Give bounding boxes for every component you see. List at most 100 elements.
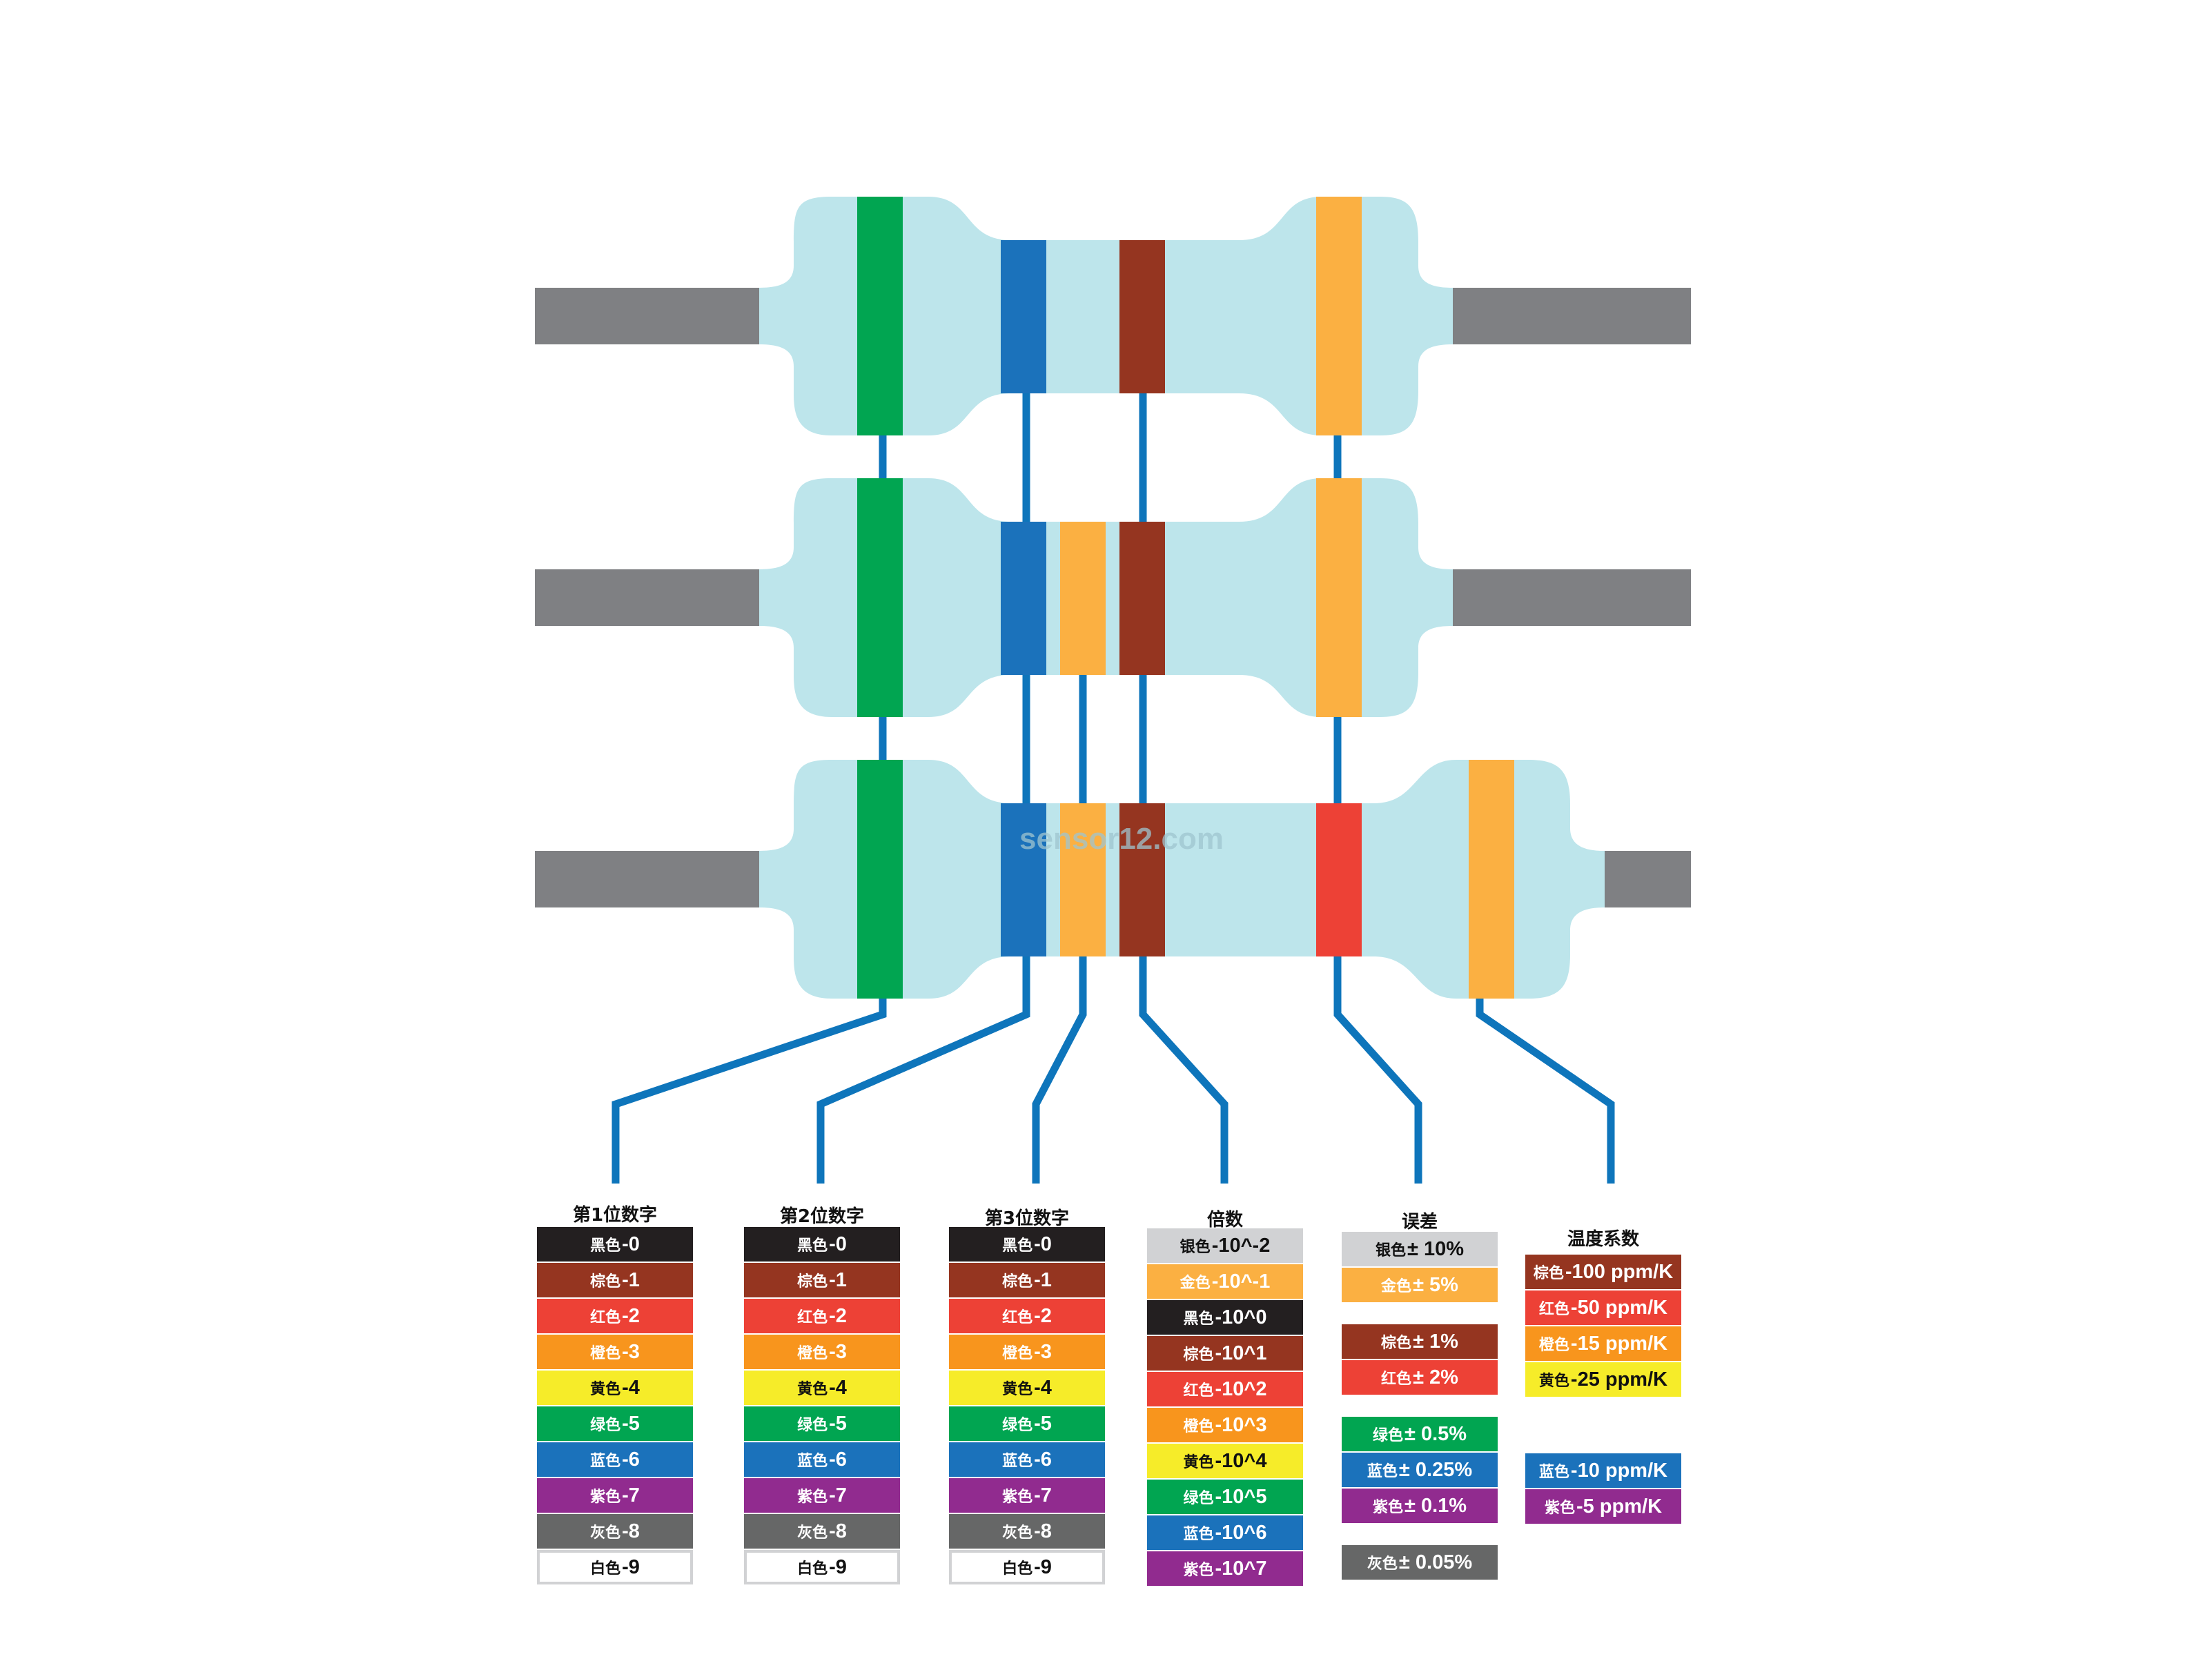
color-name: 棕色 xyxy=(1183,1346,1214,1364)
resistor-6-band xyxy=(535,760,1691,999)
legend-cell-gray: 灰色± 0.05% xyxy=(1342,1545,1498,1580)
color-name: 绿色 xyxy=(1183,1490,1214,1507)
color-value: -10^0 xyxy=(1215,1306,1267,1328)
legend-cell-yellow: 黄色-4 xyxy=(949,1371,1105,1405)
color-name: 蓝色 xyxy=(1538,1464,1569,1481)
lead-right xyxy=(1605,851,1691,907)
color-name: 橙色 xyxy=(1538,1337,1569,1354)
color-value: -10^-1 xyxy=(1211,1270,1271,1293)
band-third-digit xyxy=(1060,803,1106,956)
color-value: -10^-2 xyxy=(1211,1234,1271,1257)
color-value: -4 xyxy=(829,1376,847,1399)
legend-title: 倍数 xyxy=(1206,1210,1243,1230)
color-value: -4 xyxy=(1034,1376,1052,1399)
color-name: 黄色 xyxy=(797,1381,828,1398)
color-value: ± 2% xyxy=(1413,1366,1458,1388)
color-value: ± 10% xyxy=(1407,1237,1465,1260)
watermark: sensor12.com xyxy=(1019,822,1224,856)
legend-cell-violet: 紫色-7 xyxy=(949,1478,1105,1513)
color-name: 黄色 xyxy=(1002,1381,1033,1398)
color-value: ± 0.1% xyxy=(1404,1494,1467,1517)
legend-cell-black: 黑色-10^0 xyxy=(1147,1300,1303,1335)
legend-cell-violet: 紫色-5 ppm/K xyxy=(1525,1489,1681,1524)
color-value: ± 0.05% xyxy=(1398,1551,1473,1573)
color-name: 紫色 xyxy=(590,1489,621,1506)
color-value: -5 xyxy=(1034,1412,1052,1435)
lead-left xyxy=(535,569,759,626)
legend-cell-blue: 蓝色± 0.25% xyxy=(1342,1453,1498,1487)
color-name: 紫色 xyxy=(1002,1489,1033,1506)
leader-tolerance xyxy=(1333,956,1422,1184)
color-value: -3 xyxy=(829,1340,847,1363)
color-value: -7 xyxy=(1034,1484,1052,1506)
lead-left xyxy=(535,851,759,907)
legend-cell-green: 绿色-5 xyxy=(744,1406,900,1441)
color-value: -4 xyxy=(622,1376,640,1399)
color-name: 橙色 xyxy=(1183,1418,1214,1435)
color-value: -1 xyxy=(622,1268,640,1291)
color-name: 橙色 xyxy=(1002,1345,1033,1362)
color-name: 白色 xyxy=(590,1560,621,1578)
color-name: 白色 xyxy=(1002,1560,1033,1578)
legend-cell-violet: 紫色-10^7 xyxy=(1147,1551,1303,1586)
color-value: -100 ppm/K xyxy=(1565,1260,1674,1283)
color-name: 黑色 xyxy=(590,1237,621,1255)
color-value: -5 xyxy=(829,1412,847,1435)
legend-cell-white: 白色-9 xyxy=(744,1550,900,1584)
color-name: 灰色 xyxy=(590,1524,621,1542)
legend-cell-blue: 蓝色-10^6 xyxy=(1147,1515,1303,1550)
color-value: -8 xyxy=(622,1520,640,1542)
legend-cell-brown: 棕色-10^1 xyxy=(1147,1336,1303,1371)
resistor-4-band xyxy=(535,197,1691,435)
legend-cell-green: 绿色-5 xyxy=(949,1406,1105,1441)
lead-right xyxy=(1453,569,1691,626)
legend-cell-orange: 橙色-15 ppm/K xyxy=(1525,1326,1681,1361)
legend-cell-blue: 蓝色-6 xyxy=(537,1442,693,1477)
color-value: -0 xyxy=(1034,1233,1052,1255)
color-name: 紫色 xyxy=(1183,1562,1214,1579)
leader-second-digit xyxy=(816,956,1030,1184)
color-value: -7 xyxy=(829,1484,847,1506)
color-value: -9 xyxy=(1034,1555,1052,1578)
legend-title: 温度系数 xyxy=(1567,1229,1639,1250)
legend-cell-green: 绿色-5 xyxy=(537,1406,693,1441)
color-value: -8 xyxy=(829,1520,847,1542)
color-name: 蓝色 xyxy=(1002,1453,1033,1470)
color-value: -6 xyxy=(622,1448,640,1471)
color-name: 绿色 xyxy=(1372,1427,1403,1444)
resistor-body xyxy=(759,197,1453,435)
leader-third-digit xyxy=(1032,956,1087,1184)
color-name: 黄色 xyxy=(1538,1373,1569,1390)
color-name: 红色 xyxy=(1381,1371,1412,1388)
legend-cell-gray: 灰色-8 xyxy=(949,1514,1105,1549)
color-name: 红色 xyxy=(1002,1309,1033,1326)
legend-cell-gray: 灰色-8 xyxy=(744,1514,900,1549)
legend-cell-black: 黑色-0 xyxy=(744,1227,900,1262)
color-value: -10 ppm/K xyxy=(1570,1459,1668,1482)
band-tolerance xyxy=(1316,197,1362,435)
color-value: -1 xyxy=(1034,1268,1052,1291)
band-second-digit xyxy=(1001,803,1046,956)
color-name: 红色 xyxy=(1183,1382,1214,1400)
legend-cell-silver: 银色 ± 10% xyxy=(1342,1232,1498,1266)
color-value: -10^3 xyxy=(1215,1413,1267,1436)
color-name: 绿色 xyxy=(797,1417,828,1434)
legend-cell-brown: 棕色 ± 1% xyxy=(1342,1324,1498,1359)
legend-cell-brown: 棕色-100 ppm/K xyxy=(1525,1255,1681,1289)
color-value: -0 xyxy=(622,1233,640,1255)
color-value: -10^2 xyxy=(1215,1377,1267,1400)
legend-cell-gold: 金色 ± 5% xyxy=(1342,1268,1498,1302)
color-name: 棕色 xyxy=(1002,1273,1033,1290)
band-multiplier xyxy=(1119,803,1165,956)
color-value: -2 xyxy=(1034,1304,1052,1327)
band-third-digit xyxy=(1060,522,1106,675)
legend-cell-orange: 橙色-3 xyxy=(949,1335,1105,1369)
color-value: -10^4 xyxy=(1215,1449,1267,1472)
legend-cell-blue: 蓝色-6 xyxy=(744,1442,900,1477)
color-name: 白色 xyxy=(797,1560,828,1578)
legend-cell-brown: 棕色-1 xyxy=(537,1263,693,1297)
color-name: 黄色 xyxy=(1183,1454,1214,1471)
color-name: 灰色 xyxy=(1367,1555,1398,1573)
legend-cell-blue: 蓝色-10 ppm/K xyxy=(1525,1453,1681,1488)
legend-cell-blue: 蓝色-6 xyxy=(949,1442,1105,1477)
